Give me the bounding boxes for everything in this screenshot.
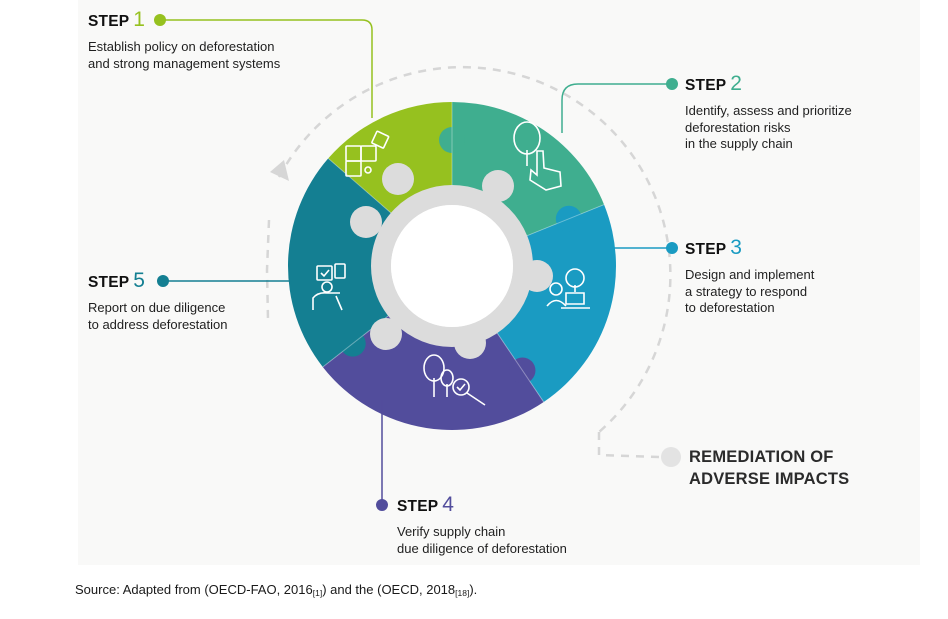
cycle-arrowhead	[270, 160, 289, 181]
step-2-desc-line: Identify, assess and prioritize	[685, 103, 852, 118]
puzzle-icon	[345, 130, 390, 177]
segment-separator	[491, 325, 545, 403]
step-2-description: Identify, assess and prioritize deforest…	[685, 103, 935, 153]
step-1-number: 1	[133, 8, 145, 31]
step-5-number: 5	[133, 269, 145, 292]
person-laptop-icon	[546, 268, 590, 309]
source-note: Source: Adapted from (OECD-FAO, 2016[1])…	[75, 582, 477, 598]
inner-gear-knob	[370, 318, 402, 350]
inner-gear-ring	[350, 163, 553, 359]
step-3-number: 3	[730, 236, 742, 259]
step-1-description: Establish policy on deforestation and st…	[88, 39, 338, 72]
inner-gear-knob	[382, 163, 414, 195]
step-1-word: STEP	[88, 13, 130, 30]
step-2-connector	[561, 83, 672, 133]
step-4-description: Verify supply chain due diligence of def…	[397, 524, 647, 557]
step-5-dot	[157, 275, 169, 287]
step-5-desc-line: Report on due diligence	[88, 300, 226, 315]
step-1-connector	[159, 19, 373, 118]
remediation-label: REMEDIATION OF ADVERSE IMPACTS	[689, 446, 849, 490]
source-prefix: Source: Adapted from (OECD-FAO, 2016	[75, 582, 313, 597]
step-5-word: STEP	[88, 274, 130, 291]
puzzle-knob-step-3	[555, 205, 582, 232]
remediation-line: REMEDIATION OF	[689, 448, 834, 466]
step-2-dot	[666, 78, 678, 90]
cycle-dashed-arc-lower	[265, 219, 271, 321]
step-4-desc-line: Verify supply chain	[397, 524, 506, 539]
segment-separator	[518, 204, 605, 240]
remediation-line: ADVERSE IMPACTS	[689, 470, 850, 488]
step-1-dot	[154, 14, 166, 26]
step-2-number: 2	[730, 72, 742, 95]
source-suffix: ).	[469, 582, 478, 597]
inner-gear-ring-band	[371, 185, 533, 347]
tree-touch-icon	[513, 121, 562, 191]
step-5-description: Report on due diligence to address defor…	[88, 300, 338, 333]
step-4-number: 4	[442, 493, 454, 516]
step-2-desc-line: in the supply chain	[685, 136, 793, 151]
report-icon	[312, 263, 346, 311]
puzzle-knob-step-5	[339, 330, 366, 357]
source-middle: ) and the (OECD, 2018	[322, 582, 456, 597]
step-1-desc-line: and strong management systems	[88, 55, 281, 71]
cycle-dashed-arc	[277, 65, 672, 433]
inner-gear-knob	[350, 206, 382, 238]
remediation-dot	[661, 447, 681, 467]
step-3-desc-line: Design and implement	[685, 267, 815, 282]
step-3-desc-line: to deforestation	[685, 300, 775, 315]
ring-segment-step-1	[328, 102, 452, 219]
step-3-word: STEP	[685, 241, 727, 258]
step-1-desc-line: Establish policy on deforestation	[88, 39, 275, 54]
source-ref-2: [18]	[455, 588, 470, 598]
remediation-connector	[597, 432, 661, 459]
step-3-dot	[666, 242, 678, 254]
inner-gear-hole	[391, 205, 513, 327]
step-2-desc-line: deforestation risks	[685, 119, 791, 135]
step-4-desc-line: due diligence of deforestation	[397, 540, 567, 556]
step-3-desc-line: a strategy to respond	[685, 283, 808, 299]
inner-gear-knob	[482, 170, 514, 202]
step-3-description: Design and implement a strategy to respo…	[685, 267, 935, 317]
step-2-word: STEP	[685, 77, 727, 94]
source-ref-1: [1]	[312, 588, 323, 598]
step-5-desc-line: to address deforestation	[88, 316, 228, 332]
segment-separator	[327, 158, 398, 220]
puzzle-knob-step-4	[509, 357, 536, 384]
puzzle-knob-step-2	[439, 127, 465, 153]
step-4-word: STEP	[397, 498, 439, 515]
step-4-dot	[376, 499, 388, 511]
tree-magnifier-icon	[423, 354, 486, 406]
